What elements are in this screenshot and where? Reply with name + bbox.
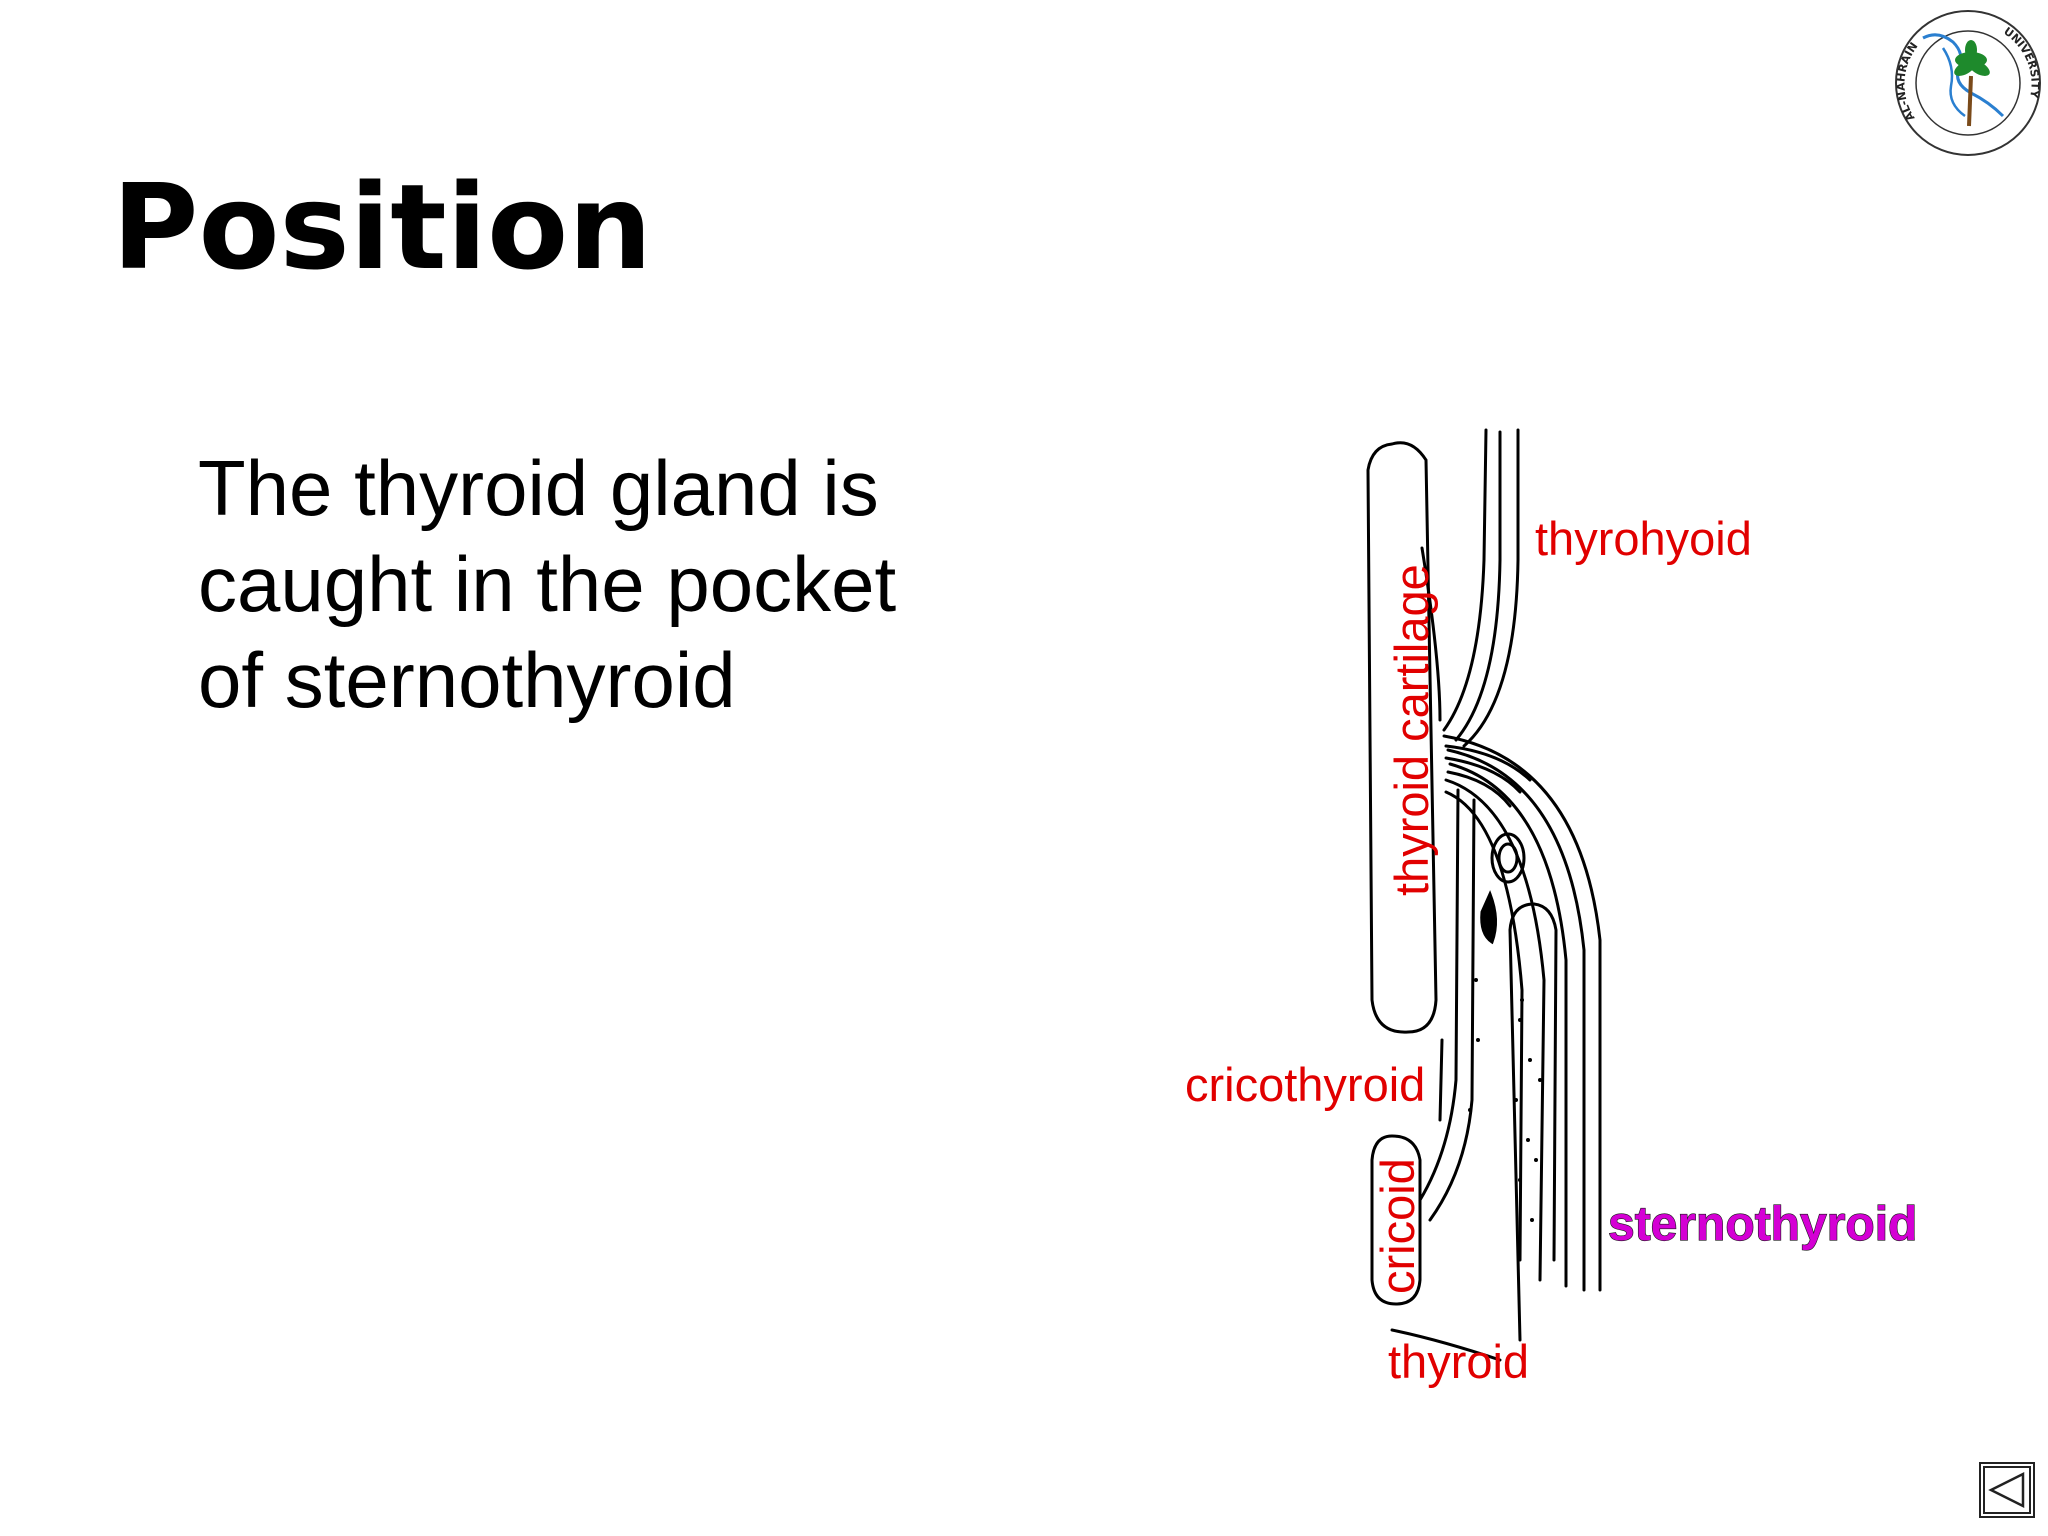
label-cricothyroid: cricothyroid: [1185, 1058, 1425, 1111]
cricoid-shape: [1370, 1134, 1422, 1306]
label-sternothyroid: sternothyroid: [1608, 1198, 1917, 1251]
label-thyrohyoid: thyrohyoid: [1535, 512, 1752, 565]
label-thyroid: thyroid: [1388, 1335, 1529, 1388]
label-thyroid-cartilage: thyroid cartilage: [1385, 564, 1438, 896]
body-line-2: caught in the pocket: [198, 540, 897, 628]
body-line-1: The thyroid gland is: [198, 444, 879, 532]
slide-title: Position: [112, 158, 653, 296]
back-triangle-icon[interactable]: [1979, 1462, 2035, 1518]
thyroid-cartilage-shape: [1366, 441, 1438, 1034]
body-line-3: of sternothyroid: [198, 636, 736, 724]
slide-body-text: The thyroid gland is caught in the pocke…: [198, 440, 978, 728]
label-cricoid: cricoid: [1371, 1158, 1424, 1294]
university-seal-logo: AL-NAHRAIN UNIVERSITY: [1894, 10, 2042, 156]
thyroid-gland-shape: [1508, 902, 1536, 1342]
